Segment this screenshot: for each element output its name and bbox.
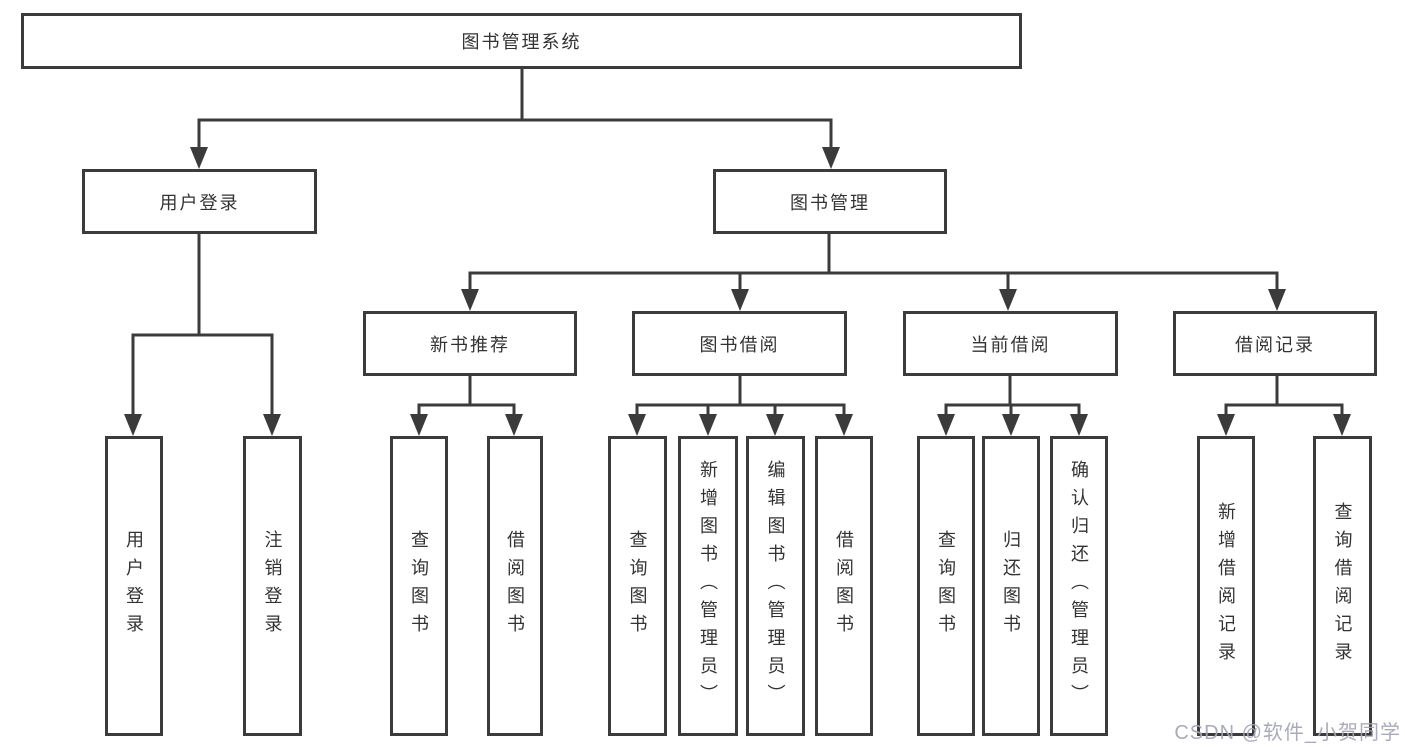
node-label: 查询图书 bbox=[936, 530, 956, 642]
leaf-logout-login: 注销登录 bbox=[243, 436, 302, 736]
node-label: 查询借阅记录 bbox=[1332, 502, 1353, 670]
leaf-add-borrow-record: 新增借阅记录 bbox=[1197, 436, 1255, 736]
node-label: 新增借阅记录 bbox=[1216, 502, 1236, 670]
node-label: 归还图书 bbox=[1001, 530, 1021, 642]
node-label: 当前借阅 bbox=[970, 334, 1051, 355]
node-current-borrowing: 当前借阅 bbox=[903, 311, 1118, 376]
node-new-book-recommendation: 新书推荐 bbox=[363, 311, 577, 376]
node-label: 新增图书（管理员） bbox=[698, 460, 718, 712]
node-label: 查询图书 bbox=[409, 530, 429, 642]
leaf-borrow-books-borrowing: 借阅图书 bbox=[815, 436, 873, 736]
node-label: 新书推荐 bbox=[430, 334, 510, 355]
leaf-query-books-recommend: 查询图书 bbox=[390, 436, 448, 736]
csdn-watermark: CSDN @软件_小贺同学 bbox=[1174, 722, 1401, 744]
node-label: 图书管理 bbox=[790, 192, 870, 213]
leaf-return-books: 归还图书 bbox=[982, 436, 1040, 736]
node-borrowing-records: 借阅记录 bbox=[1173, 311, 1377, 376]
node-library-management-system: 图书管理系统 bbox=[21, 13, 1022, 69]
leaf-borrow-books-recommend: 借阅图书 bbox=[487, 436, 543, 736]
leaf-add-book-admin: 新增图书（管理员） bbox=[678, 436, 738, 736]
leaf-query-borrow-record: 查询借阅记录 bbox=[1313, 436, 1372, 736]
node-label: 借阅图书 bbox=[834, 530, 854, 642]
node-label: 图书管理系统 bbox=[461, 32, 582, 52]
leaf-user-login: 用户登录 bbox=[105, 436, 163, 736]
node-label: 查询图书 bbox=[627, 530, 648, 642]
leaf-query-books-borrowing: 查询图书 bbox=[608, 436, 667, 736]
node-label: 图书借阅 bbox=[699, 334, 780, 355]
leaf-query-books-current: 查询图书 bbox=[917, 436, 975, 736]
node-label: 用户登录 bbox=[159, 192, 240, 213]
node-book-management: 图书管理 bbox=[713, 169, 947, 234]
node-label: 借阅记录 bbox=[1235, 334, 1315, 355]
node-label: 用户登录 bbox=[124, 530, 144, 642]
node-label: 注销登录 bbox=[262, 530, 283, 642]
node-label: 确认归还（管理员） bbox=[1069, 460, 1089, 712]
leaf-confirm-return-admin: 确认归还（管理员） bbox=[1050, 436, 1108, 736]
arrowhead-group bbox=[124, 147, 1351, 436]
node-label: 编辑图书（管理员） bbox=[765, 460, 786, 712]
node-book-borrowing: 图书借阅 bbox=[632, 311, 847, 376]
leaf-edit-book-admin: 编辑图书（管理员） bbox=[746, 436, 805, 736]
node-label: 借阅图书 bbox=[505, 530, 525, 642]
node-user-login: 用户登录 bbox=[82, 169, 317, 234]
